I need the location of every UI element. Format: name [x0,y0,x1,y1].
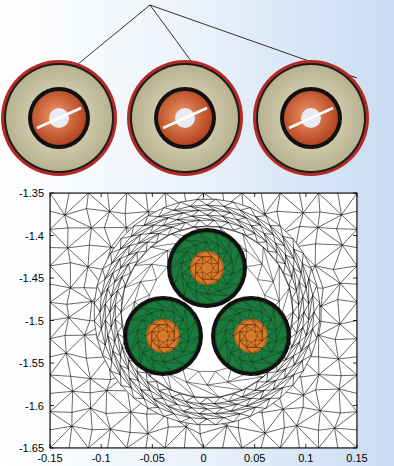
cable-conductor [158,91,212,145]
background-mesh [50,193,357,448]
cable-sheath [127,60,243,176]
ring-mesh [94,199,319,424]
cable-insulation [258,65,364,171]
y-axis-label: -1.5 [25,315,44,327]
cable-insulation [6,65,112,171]
triangular-mesh [50,193,357,448]
x-axis-label: -0.15 [37,452,62,464]
x-axis-label: -0.05 [140,452,165,464]
conductor-insulation [171,232,243,304]
ring-mesh [171,233,243,303]
ring-mesh [121,227,293,397]
y-axis-label: -1.55 [19,357,44,369]
cable-conductor [32,91,86,145]
cable-highlight [163,108,207,128]
plot-frame [50,193,357,448]
conductor-core [190,251,224,285]
conductor-screen [167,228,247,308]
ring-mesh [215,301,287,371]
cable-inner-screen [154,87,216,149]
cable-highlight [37,108,81,128]
axis-ticks [50,193,357,448]
y-axis-label: -1.4 [25,230,44,242]
cable-screen [130,63,240,173]
ring-mesh [127,301,199,371]
y-axis-label: -1.45 [19,272,44,284]
x-axis-label: 0.1 [298,452,313,464]
conductor-insulation [215,300,287,372]
cable-screen [256,63,366,173]
conductor-screen [123,296,203,376]
conductor-screen [211,296,291,376]
cable-sheath [1,60,117,176]
cable-conductor [284,91,338,145]
plot-area [50,193,357,448]
y-axis-label: -1.35 [19,187,44,199]
cable-highlight [289,108,333,128]
x-axis-label: 0.15 [346,452,367,464]
ring-mesh [190,251,224,285]
cable-inner-screen [28,87,90,149]
cable-insulation [132,65,238,171]
y-axis-label: -1.6 [25,400,44,412]
cable-photos [1,60,369,176]
cable-region [94,199,320,425]
ring-mesh [234,319,268,353]
tick-marks [50,193,357,448]
conductor-core [234,319,268,353]
conductor-insulation [127,300,199,372]
cable-inner-screen [280,87,342,149]
cable-sheath [253,60,369,176]
x-axis-label: 0 [200,452,206,464]
x-axis-label: -0.1 [92,452,111,464]
conductor-core [146,319,180,353]
x-axis-label: 0.05 [244,452,265,464]
cable-screen [4,63,114,173]
ring-mesh [146,319,180,353]
